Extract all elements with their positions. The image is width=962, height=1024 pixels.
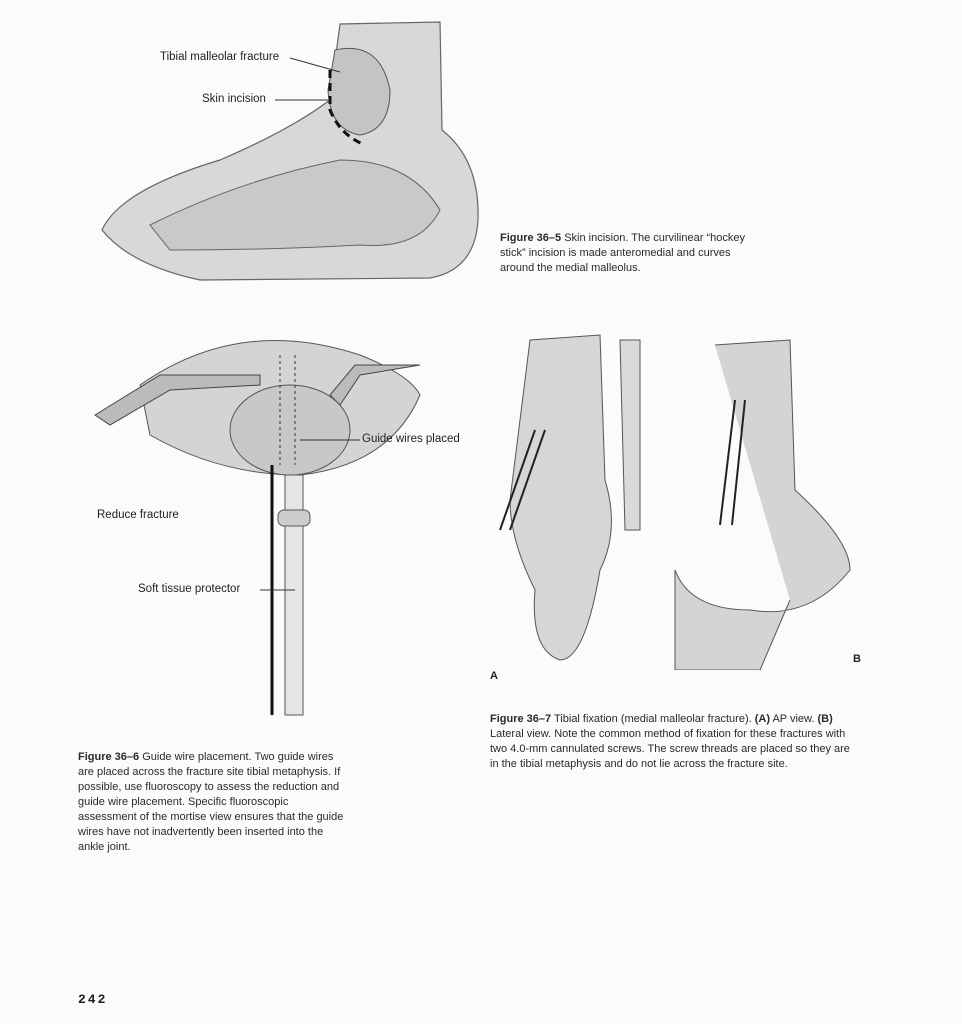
- caption-panel-b: (B): [817, 713, 833, 725]
- label-tibial-malleolar-fracture: Tibial malleolar fracture: [160, 51, 280, 63]
- figure-36-6-caption: Figure 36–6 Guide wire placement. Two gu…: [78, 750, 348, 855]
- caption-text: Skin incision. The curvilinear “hockey s…: [500, 232, 745, 274]
- caption-number: Figure 36–5: [500, 232, 562, 244]
- figure-36-6-guide-wire-illustration: [94, 339, 421, 716]
- page-number: 242: [78, 992, 108, 1007]
- figure-36-5-foot-illustration: [101, 21, 479, 281]
- caption-text: AP view.: [770, 713, 818, 725]
- caption-text: Tibial fixation (medial malleolar fractu…: [551, 713, 755, 725]
- figure-36-5-caption: Figure 36–5 Skin incision. The curviline…: [500, 231, 750, 276]
- panel-label-a: A: [490, 670, 498, 682]
- caption-text: Lateral view. Note the common method of …: [490, 728, 850, 770]
- caption-number: Figure 36–7: [490, 713, 552, 725]
- caption-number: Figure 36–6: [78, 751, 140, 763]
- panel-label-b: B: [853, 653, 861, 665]
- label-soft-tissue-protector: Soft tissue protector: [138, 583, 241, 595]
- label-guide-wires-placed: Guide wires placed: [362, 433, 460, 445]
- label-reduce-fracture: Reduce fracture: [97, 509, 179, 521]
- figure-36-7-caption: Figure 36–7 Tibial fixation (medial mall…: [490, 712, 860, 772]
- label-skin-incision: Skin incision: [202, 93, 266, 105]
- caption-text: Guide wire placement. Two guide wires ar…: [78, 751, 344, 853]
- figure-36-7-screw-fixation-illustration: [499, 334, 851, 670]
- caption-panel-a: (A): [754, 713, 770, 725]
